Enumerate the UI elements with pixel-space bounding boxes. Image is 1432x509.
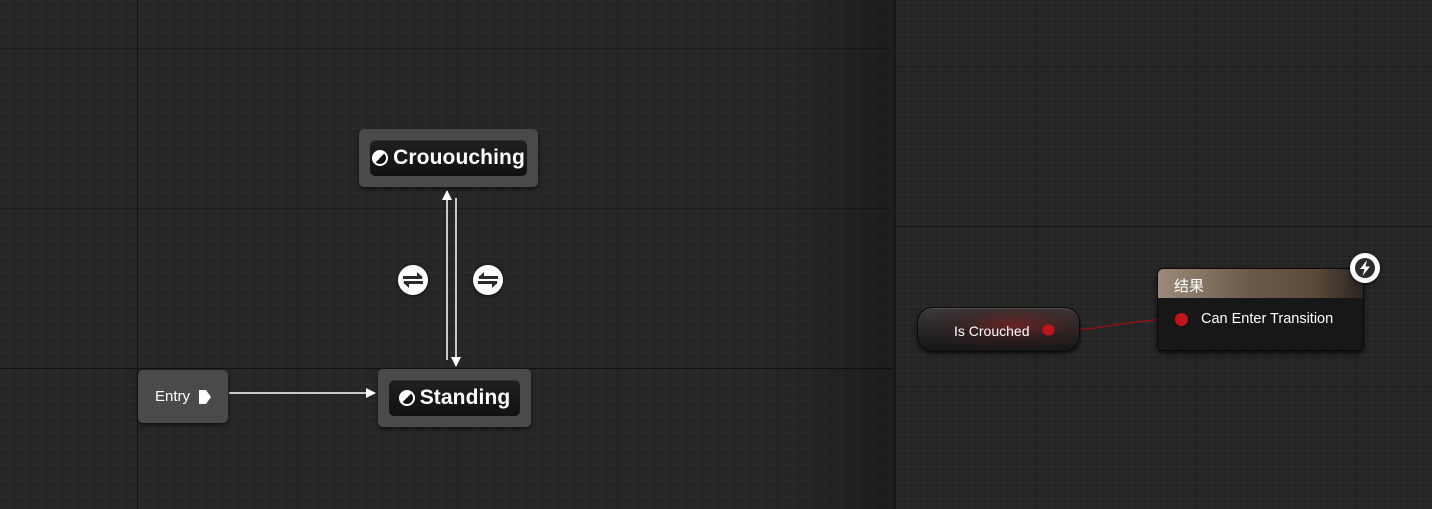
is-crouched-variable-node[interactable]: Is Crouched xyxy=(917,307,1080,352)
lightning-icon xyxy=(1350,253,1380,283)
can-enter-transition-label: Can Enter Transition xyxy=(1201,311,1334,327)
result-node[interactable]: 结果 Can Enter Transition xyxy=(1157,268,1364,351)
transition-rule-icon[interactable] xyxy=(473,265,503,295)
bool-input-pin-icon[interactable] xyxy=(1174,312,1189,327)
result-node-title: 结果 xyxy=(1174,278,1205,295)
can-enter-transition-pin-row[interactable]: Can Enter Transition xyxy=(1174,311,1333,327)
entry-label: Entry xyxy=(155,388,191,405)
state-node-inner: Standing xyxy=(389,380,520,416)
state-node-standing[interactable]: Standing xyxy=(378,369,531,427)
state-node-inner: Crououching xyxy=(370,140,527,176)
state-label-crouching: Crououching xyxy=(393,146,525,169)
transition-rule-icon[interactable] xyxy=(398,265,428,295)
state-machine-graph-canvas[interactable] xyxy=(0,0,893,509)
transition-rule-graph-canvas[interactable] xyxy=(895,0,1432,509)
state-half-circle-icon xyxy=(372,150,389,166)
variable-label: Is Crouched xyxy=(954,323,1030,339)
entry-node[interactable]: Entry xyxy=(138,370,228,423)
state-half-circle-icon xyxy=(398,390,415,406)
result-node-header: 结果 xyxy=(1158,269,1363,298)
state-label-standing: Standing xyxy=(419,386,511,409)
entry-arrow-icon[interactable] xyxy=(198,389,212,405)
bool-output-pin-icon[interactable] xyxy=(1042,324,1055,336)
panel-divider[interactable] xyxy=(893,0,895,509)
state-node-crouching[interactable]: Crououching xyxy=(359,129,538,187)
